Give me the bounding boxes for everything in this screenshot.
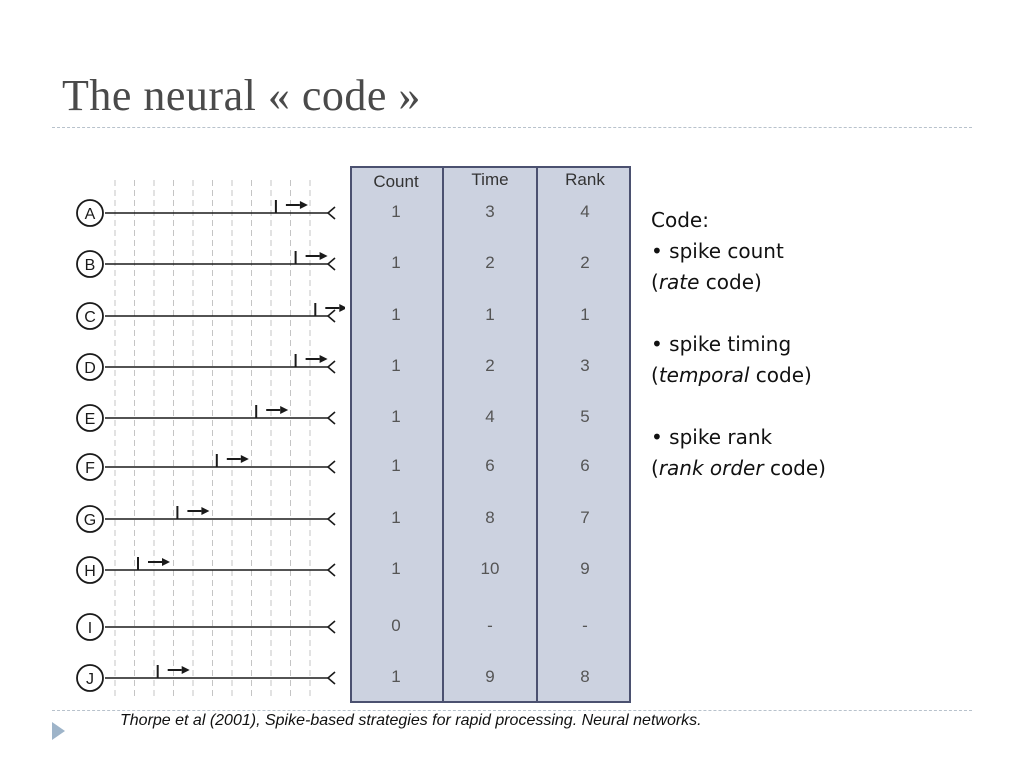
spike-rank-line: • spike rank [651, 425, 773, 449]
spike-arrow-head-icon [339, 304, 345, 312]
column-divider [536, 166, 538, 703]
cell-time: 8 [485, 508, 495, 527]
spike-arrow-head-icon [280, 406, 289, 414]
cell-rank: 6 [580, 456, 590, 475]
neuron-label: G [84, 512, 96, 529]
neuron-circle [76, 556, 104, 584]
spike-raster-diagram: A B C D E F G H I J [76, 180, 345, 700]
spike-arrow-head-icon [240, 455, 249, 463]
column-header-count: Count [373, 172, 419, 191]
neuron-label: H [84, 563, 96, 580]
neuron-circle [76, 404, 104, 432]
cell-rank: 2 [580, 253, 590, 272]
spike-timing-line: • spike timing [651, 332, 792, 356]
cell-time: 10 [480, 559, 500, 578]
neuron-label: E [85, 411, 96, 428]
cell-count: 1 [391, 305, 401, 324]
neuron-label: C [84, 309, 96, 326]
cell-rank: 1 [580, 305, 590, 324]
neuron-circle [76, 250, 104, 278]
cell-count: 1 [391, 456, 401, 475]
spike-arrow-head-icon [181, 666, 190, 674]
rank-order-italic: rank order [658, 456, 764, 480]
cell-time: 1 [485, 305, 495, 324]
line-end-chevron [326, 411, 336, 425]
rate-code-line: (rate code) [651, 270, 762, 294]
slide-marker-triangle-icon [52, 722, 65, 740]
spike-code-table [350, 166, 631, 703]
line-end-chevron [326, 360, 336, 374]
neuron-circle [76, 613, 104, 641]
line-end-chevron [326, 563, 336, 577]
line-end-chevron [326, 512, 336, 526]
cell-time: 9 [485, 667, 495, 686]
cell-rank: - [582, 616, 588, 635]
cell-rank: 3 [580, 356, 590, 375]
rank-order-code-line: (rank order code) [651, 456, 826, 480]
neuron-circle [76, 353, 104, 381]
cell-time: 3 [485, 202, 495, 221]
neuron-circle [76, 664, 104, 692]
code-label: Code: [651, 208, 709, 232]
cell-rank: 5 [580, 407, 590, 426]
line-end-chevron [326, 671, 336, 685]
spike-count-line: • spike count [651, 239, 784, 263]
cell-rank: 7 [580, 508, 590, 527]
cell-rank: 8 [580, 667, 590, 686]
neuron-circle [76, 199, 104, 227]
line-end-chevron [326, 620, 336, 634]
cell-count: 0 [391, 616, 401, 635]
cell-count: 1 [391, 356, 401, 375]
line-end-chevron [326, 309, 336, 323]
column-divider [442, 166, 444, 703]
neuron-label: J [86, 671, 94, 688]
spike-arrow-head-icon [319, 252, 328, 260]
temporal-italic: temporal [658, 363, 750, 387]
cell-count: 1 [391, 667, 401, 686]
neuron-circle [76, 453, 104, 481]
cell-count: 1 [391, 559, 401, 578]
spike-arrow-head-icon [201, 507, 210, 515]
cell-time: 2 [485, 253, 495, 272]
footer-divider [52, 710, 972, 711]
line-end-chevron [326, 460, 336, 474]
spike-arrow-head-icon [319, 355, 328, 363]
cell-time: 4 [485, 407, 495, 426]
neuron-label: D [84, 360, 96, 377]
slide-title: The neural « code » [62, 71, 421, 120]
cell-count: 1 [391, 508, 401, 527]
neuron-circle [76, 302, 104, 330]
cell-count: 1 [391, 407, 401, 426]
neuron-label: A [85, 206, 96, 223]
rate-italic: rate [658, 270, 700, 294]
cell-time: - [487, 616, 493, 635]
column-header-time: Time [471, 170, 509, 189]
title-divider [52, 127, 972, 128]
neuron-label: B [85, 257, 96, 274]
neuron-circle [76, 505, 104, 533]
code-legend: Code: • spike count (rate code) • spike … [651, 205, 826, 484]
line-end-chevron [326, 257, 336, 271]
cell-time: 6 [485, 456, 495, 475]
cell-count: 1 [391, 253, 401, 272]
temporal-code-line: (temporal code) [651, 363, 812, 387]
cell-time: 2 [485, 356, 495, 375]
neuron-label: I [88, 620, 92, 637]
column-header-rank: Rank [565, 170, 605, 189]
cell-count: 1 [391, 202, 401, 221]
cell-rank: 4 [580, 202, 590, 221]
spike-arrow-head-icon [162, 558, 170, 566]
spike-arrow-head-icon [299, 201, 308, 209]
neuron-label: F [85, 460, 95, 477]
line-end-chevron [326, 206, 336, 220]
citation: Thorpe et al (2001), Spike-based strateg… [120, 712, 702, 729]
cell-rank: 9 [580, 559, 590, 578]
